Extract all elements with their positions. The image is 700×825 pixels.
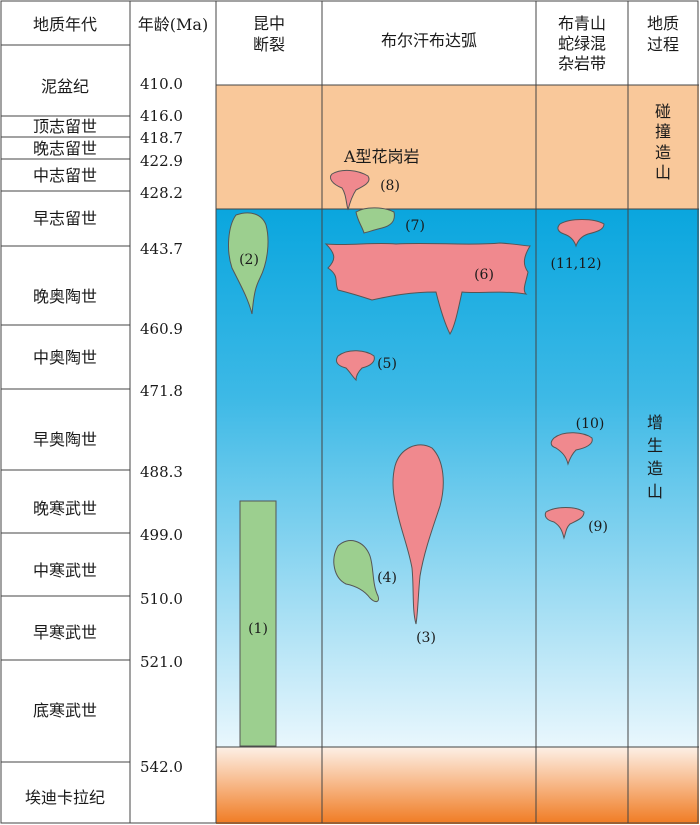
age-label: 488.3 bbox=[140, 463, 183, 481]
accretion-label: 山 bbox=[647, 482, 663, 501]
body-9-shape bbox=[544, 507, 585, 540]
age-label: 499.0 bbox=[140, 526, 183, 544]
age-label: 542.0 bbox=[140, 758, 183, 776]
granite-label: A型花岗岩 bbox=[343, 147, 420, 166]
age-label: 510.0 bbox=[140, 590, 183, 608]
body-4-shape bbox=[333, 540, 379, 603]
header-kunzhong-2: 断裂 bbox=[253, 35, 285, 54]
period-label: 中寒武世 bbox=[33, 561, 97, 580]
age-label: 443.7 bbox=[140, 240, 183, 258]
body-5-shape bbox=[335, 350, 375, 382]
period-label: 晚寒武世 bbox=[33, 499, 97, 518]
body-label: (8) bbox=[380, 178, 400, 194]
body-label: (4) bbox=[377, 570, 397, 586]
header-ophiolite-1: 布青山 bbox=[558, 14, 606, 33]
header-ophiolite-2: 蛇绿混 bbox=[558, 34, 606, 53]
period-label: 底寒武世 bbox=[33, 701, 97, 720]
accretion-label: 增 bbox=[647, 413, 663, 432]
body-label: (2) bbox=[239, 252, 259, 268]
period-label: 早志留世 bbox=[33, 209, 97, 228]
body-label: (11,12) bbox=[550, 256, 601, 272]
collision-label: 山 bbox=[655, 163, 671, 182]
body-label: (5) bbox=[377, 356, 397, 372]
body-label: (10) bbox=[576, 416, 605, 432]
age-label: 428.2 bbox=[140, 184, 183, 202]
period-label: 早奥陶世 bbox=[33, 430, 97, 449]
collision-label: 碰 bbox=[655, 102, 671, 121]
age-label: 471.8 bbox=[140, 382, 183, 400]
header-arc: 布尔汗布达弧 bbox=[381, 31, 477, 50]
period-label: 埃迪卡拉纪 bbox=[25, 788, 105, 807]
body-8-shape bbox=[329, 169, 370, 211]
header-kunzhong-1: 昆中 bbox=[253, 14, 285, 33]
body-label: (9) bbox=[588, 519, 608, 535]
collision-label: 撞 bbox=[655, 122, 671, 141]
age-label: 418.7 bbox=[140, 129, 183, 147]
body-label: (7) bbox=[405, 218, 425, 234]
header-period: 地质年代 bbox=[33, 15, 97, 34]
age-label: 422.9 bbox=[140, 152, 183, 170]
body-2-shape bbox=[228, 212, 269, 315]
body-label: (1) bbox=[248, 621, 268, 637]
body-3-shape bbox=[392, 444, 444, 625]
age-label: 410.0 bbox=[140, 75, 183, 93]
header-process-2: 过程 bbox=[647, 35, 679, 54]
period-label: 中志留世 bbox=[33, 166, 97, 185]
period-label: 泥盆纪 bbox=[41, 77, 89, 96]
body-11-12-shape bbox=[557, 219, 605, 248]
header-process-1: 地质 bbox=[647, 14, 679, 33]
header-age: 年龄(Ma) bbox=[138, 15, 208, 34]
period-label: 早寒武世 bbox=[33, 623, 97, 642]
age-label: 521.0 bbox=[140, 653, 183, 671]
accretion-label: 生 bbox=[647, 436, 663, 455]
body-label: (6) bbox=[474, 267, 494, 283]
age-label: 416.0 bbox=[140, 107, 183, 125]
period-label: 中奥陶世 bbox=[33, 348, 97, 367]
body-label: (3) bbox=[416, 630, 436, 646]
accretion-label: 造 bbox=[647, 459, 663, 478]
basement-band bbox=[216, 747, 699, 824]
header-ophiolite-3: 杂岩带 bbox=[558, 54, 606, 73]
period-label: 晚奥陶世 bbox=[33, 287, 97, 306]
collision-band bbox=[216, 85, 699, 209]
period-label: 顶志留世 bbox=[33, 117, 97, 136]
age-label: 460.9 bbox=[140, 320, 183, 338]
body-7-shape bbox=[355, 207, 395, 234]
body-10-shape bbox=[550, 432, 593, 466]
body-6-shape bbox=[324, 242, 531, 336]
body-1-bar bbox=[239, 500, 277, 747]
collision-label: 造 bbox=[655, 143, 671, 162]
period-label: 晚志留世 bbox=[33, 139, 97, 158]
